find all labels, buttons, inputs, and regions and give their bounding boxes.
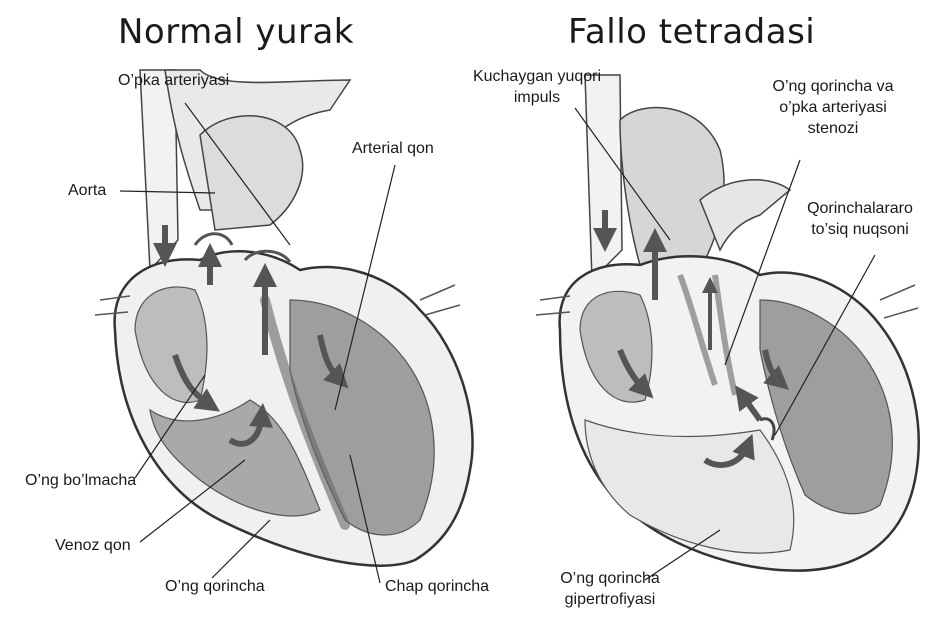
label-stenosis-line2: o’pka arteriyasi: [748, 97, 918, 118]
tof-heart: [536, 75, 919, 580]
label-overriding-impulse-line2: impuls: [452, 87, 622, 108]
label-vsd-line2: to’siq nuqsoni: [790, 219, 930, 240]
hypertrophied-right-ventricle: [585, 420, 794, 553]
label-venous-blood: Venoz qon: [55, 535, 131, 556]
label-pulmonary-artery: O’pka arteriyasi: [118, 70, 229, 91]
label-overriding-impulse: Kuchaygan yuqori impuls: [452, 66, 622, 108]
label-vsd: Qorinchalararo to’siq nuqsoni: [790, 198, 930, 240]
label-hypertrophy: O’ng qorincha gipertrofiyasi: [540, 568, 680, 610]
label-stenosis: O’ng qorincha va o’pka arteriyasi stenoz…: [748, 76, 918, 139]
label-left-ventricle: Chap qorincha: [385, 576, 489, 597]
label-overriding-impulse-line1: Kuchaygan yuqori: [452, 66, 622, 87]
overriding-aorta: [620, 108, 724, 265]
label-hypertrophy-line2: gipertrofiyasi: [540, 589, 680, 610]
pulmonary-valve: [195, 234, 232, 245]
label-aorta: Aorta: [68, 180, 106, 201]
label-right-atrium: O’ng bo’lmacha: [25, 470, 136, 491]
label-stenosis-line1: O’ng qorincha va: [748, 76, 918, 97]
label-hypertrophy-line1: O’ng qorincha: [540, 568, 680, 589]
label-vsd-line1: Qorinchalararo: [790, 198, 930, 219]
tof-heart-title: Fallo tetradasi: [568, 12, 815, 52]
label-right-ventricle: O’ng qorincha: [165, 576, 265, 597]
normal-heart-title: Normal yurak: [118, 12, 354, 52]
label-stenosis-line3: stenozi: [748, 118, 918, 139]
label-arterial-blood: Arterial qon: [352, 138, 434, 159]
pulmonary-trunk: [200, 116, 303, 230]
